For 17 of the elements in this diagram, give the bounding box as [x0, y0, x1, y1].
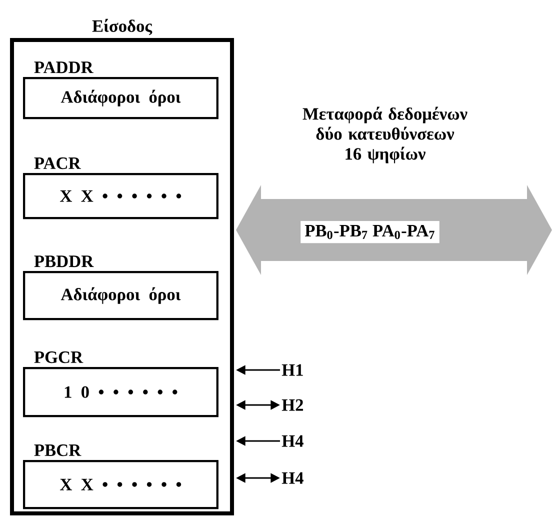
node-label: PGCR: [34, 351, 84, 364]
node-label: PBDDR: [34, 256, 94, 268]
edge-label: PB$_{0}$-PB$_{7}$ PA$_{0}$-PA$_{7}$: [300, 220, 440, 244]
signal-label: H2: [282, 399, 304, 411]
register-box: PACR X X • • • • • •: [23, 157, 218, 220]
node-label: PBCR: [34, 444, 82, 456]
node-label: Είσοδος: [92, 18, 152, 36]
register-box: PBDDR Αδιάφοροι όροι: [23, 256, 218, 320]
description-text: Μεταφορά δεδομένων δύο κατευθύνσεων 16 ψηφίων: [302, 106, 468, 164]
node-label: PADDR: [34, 62, 94, 74]
register-box: PBCR X X • • • • • •: [23, 444, 218, 510]
register-box: PGCR 1 0 • • • • • •: [23, 351, 218, 418]
register-box: PADDR Αδιάφοροι όροι: [23, 62, 218, 120]
signal-label: H1: [282, 364, 303, 376]
node-label: PACR: [34, 157, 81, 170]
signal-label: H4: [282, 472, 304, 484]
signal-label: H4: [282, 435, 304, 447]
